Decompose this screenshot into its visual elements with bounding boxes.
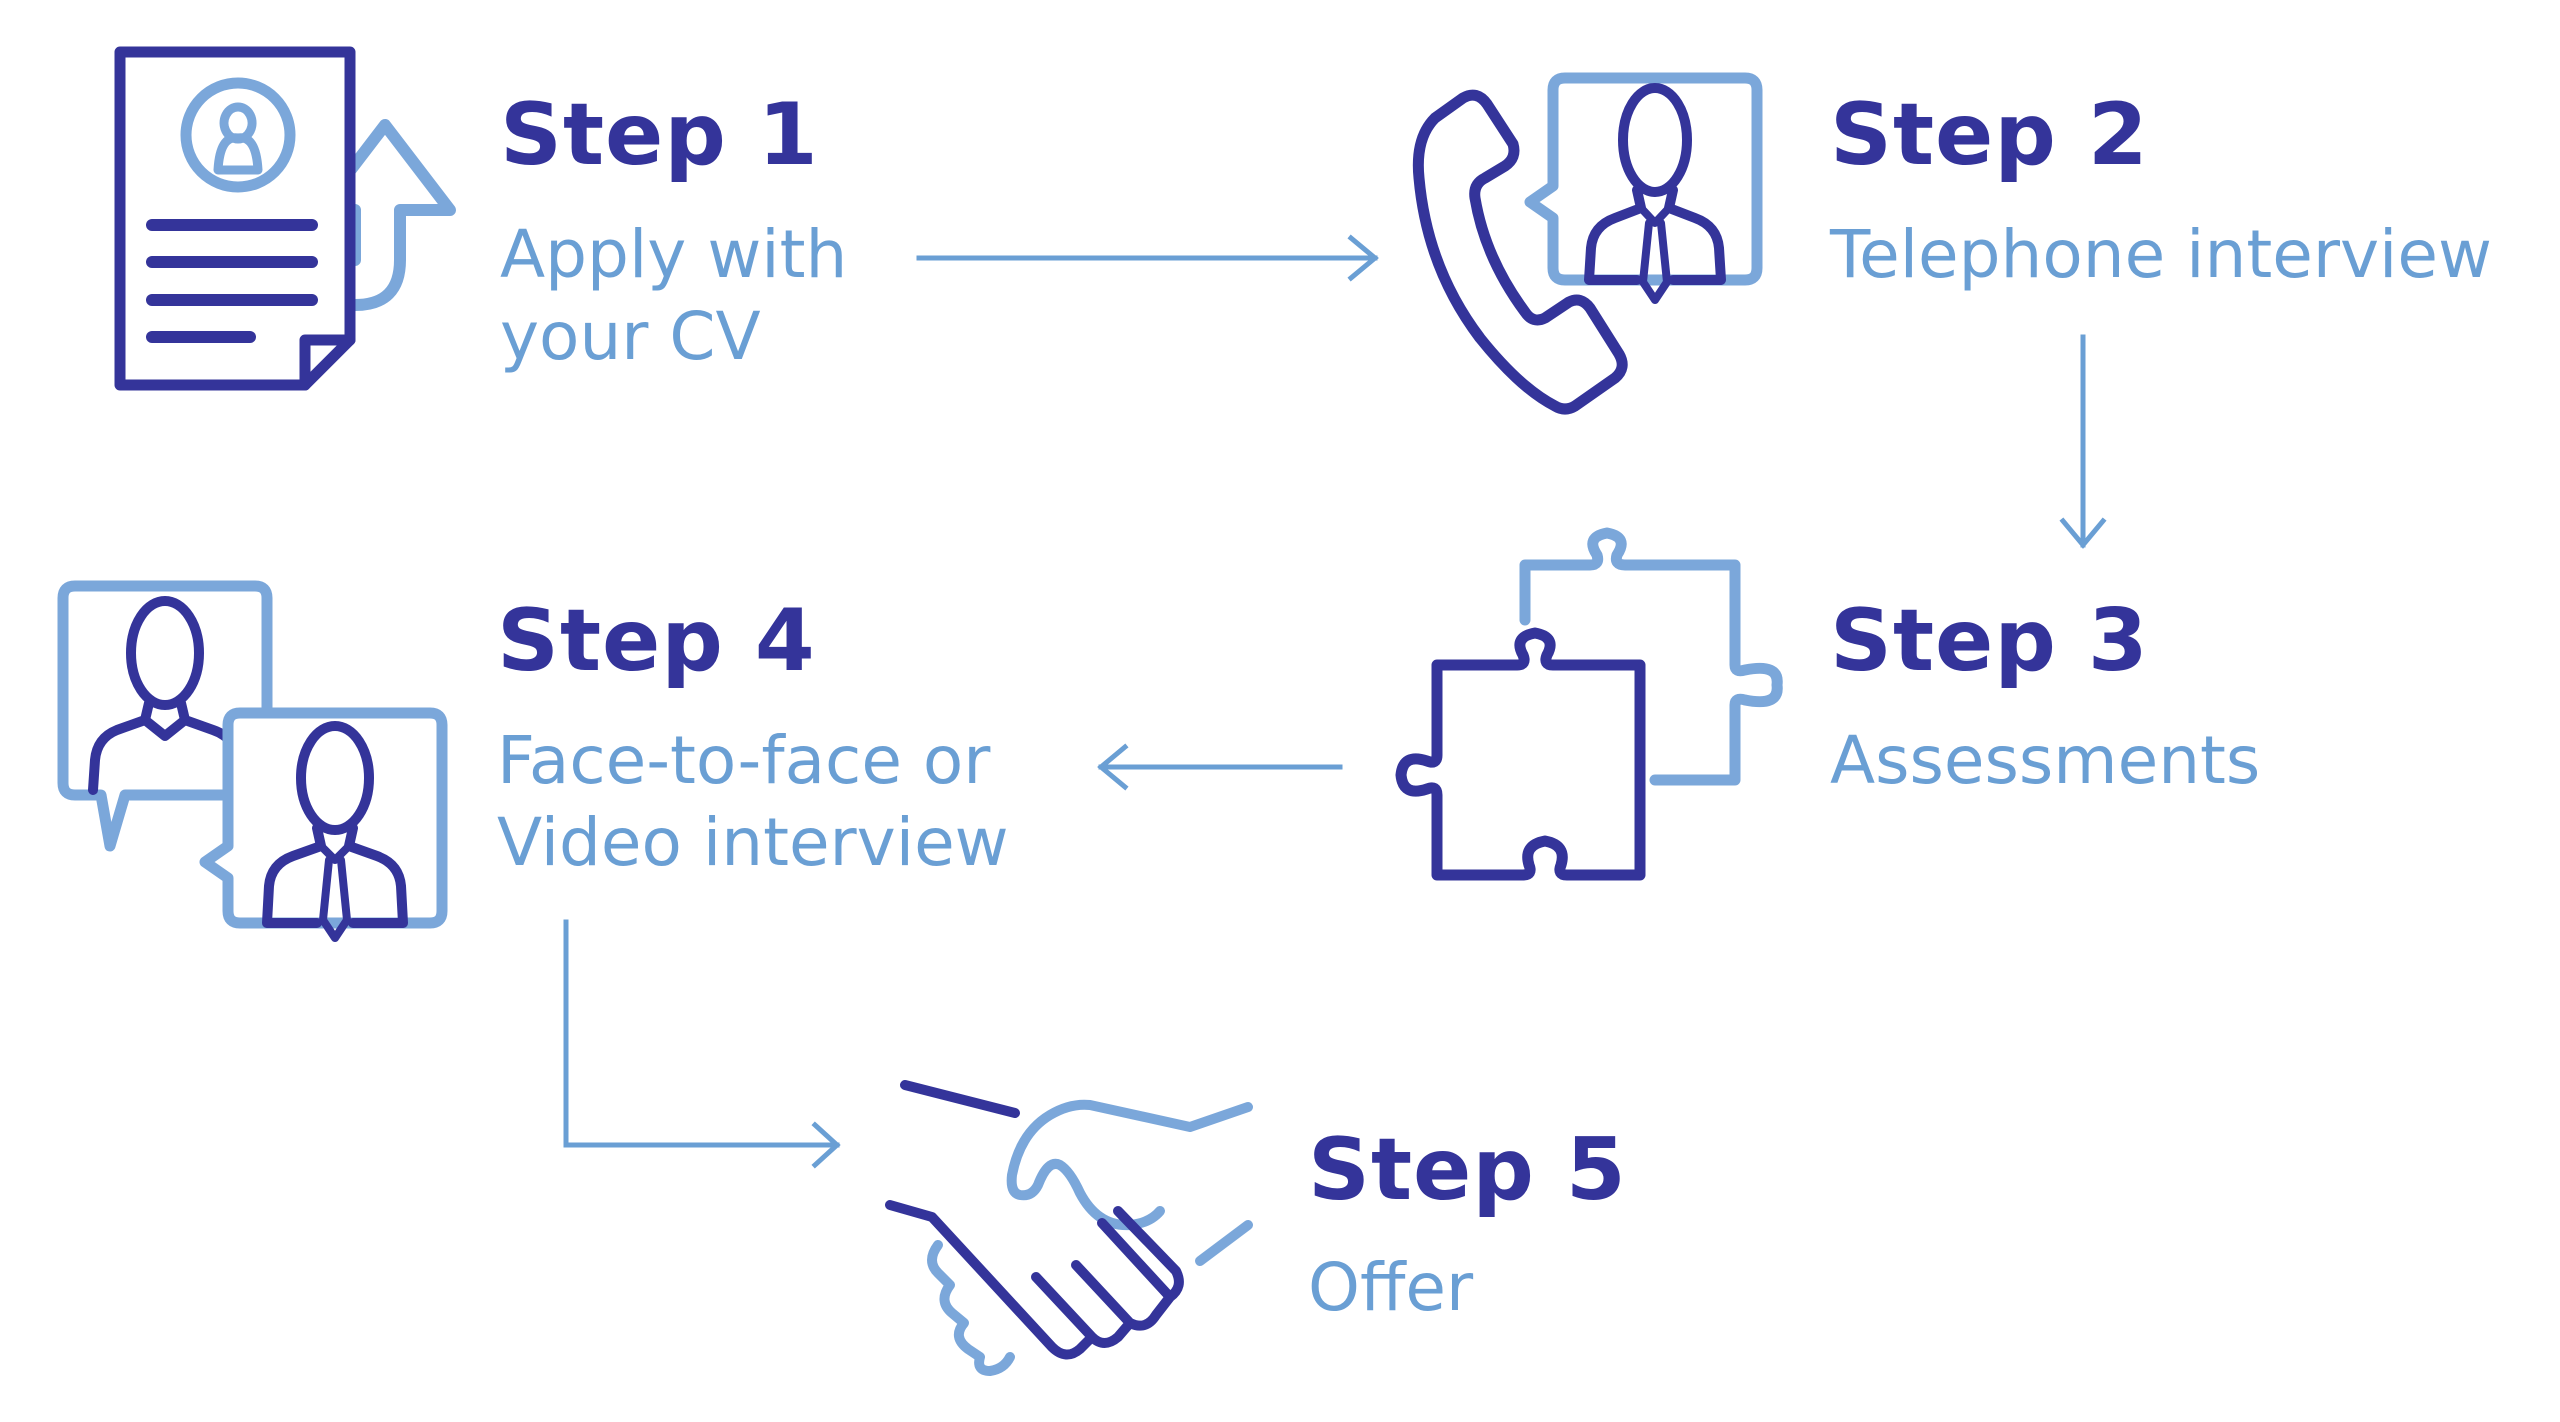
step-4-description-line-1: Face-to-face or — [497, 722, 991, 799]
arrow-step2-to-step3 — [2059, 334, 2107, 549]
step-4-title: Step 4 — [497, 591, 816, 691]
step-3-title: Step 3 — [1830, 591, 2149, 691]
step-2-title: Step 2 — [1830, 85, 2149, 185]
step-1-description-line-2: your CV — [500, 298, 761, 375]
arrow-step4-to-step5 — [563, 919, 841, 1169]
two-people-chat-icon — [57, 580, 448, 942]
handshake-icon — [885, 1080, 1253, 1376]
step-4-description-line-2: Video interview — [497, 804, 1009, 881]
step-2-description: Telephone interview — [1830, 216, 2492, 293]
arrow-step3-to-step4 — [1097, 743, 1343, 791]
step-5-description: Offer — [1308, 1249, 1474, 1326]
step-1-description-line-1: Apply with — [500, 216, 848, 293]
step-3-description: Assessments — [1830, 722, 2261, 799]
arrow-step1-to-step2 — [916, 234, 1379, 282]
puzzle-pieces-icon — [1395, 527, 1783, 881]
telephone-interview-icon — [1412, 72, 1763, 415]
step-5-title: Step 5 — [1308, 1120, 1627, 1220]
cv-upload-icon — [114, 46, 456, 391]
step-1-title: Step 1 — [500, 85, 819, 185]
